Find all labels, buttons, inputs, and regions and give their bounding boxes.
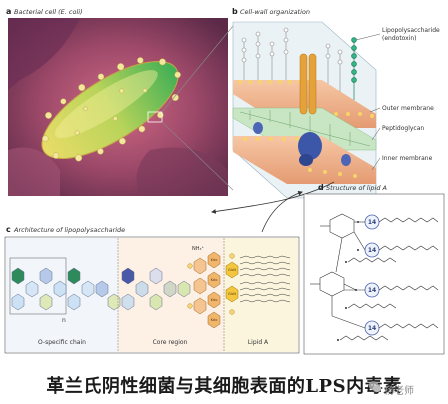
section-labels: O-specific chain Core region Lipid A — [38, 339, 269, 346]
zoom-box — [147, 111, 163, 123]
svg-text:GlcN: GlcN — [228, 268, 236, 272]
svg-text:Kdo: Kdo — [211, 298, 218, 302]
arrow-c-to-d — [261, 190, 303, 233]
svg-text:14: 14 — [368, 219, 376, 226]
panel-b: b Cell-wall organization — [232, 7, 440, 199]
bacterium-e-coli — [41, 57, 181, 162]
background-cell-blob — [136, 147, 228, 196]
label-core-region: Core region — [153, 339, 188, 346]
panel-d-title: Structure of lipid A — [326, 184, 387, 192]
wechat-logo-icon — [368, 381, 382, 393]
svg-text:14: 14 — [368, 287, 376, 294]
lipid-a-phosphates — [229, 253, 235, 315]
label-o-specific-chain: O-specific chain — [38, 339, 86, 346]
label-lps: Lipopolysaccharide — [382, 27, 440, 34]
glcn-labels: GlcN GlcN — [228, 268, 236, 296]
lps-molecules — [241, 27, 343, 92]
label-lipid-a: Lipid A — [248, 339, 269, 346]
svg-text:GlcN: GlcN — [228, 292, 236, 296]
svg-text:14: 14 — [368, 247, 376, 254]
acyl-chain-badge-labels: 14 14 14 14 — [368, 219, 376, 332]
section-dividers — [117, 238, 225, 352]
panel-b-title: Cell-wall organization — [240, 8, 310, 16]
lipid-a-glcn — [225, 261, 239, 303]
panel-a: a Bacterial cell (E. coli) — [6, 7, 228, 196]
membrane-protein — [253, 122, 263, 134]
lipid-a-fatty-chains — [239, 255, 291, 303]
cell-wall-labels: Lipopolysaccharide (endotoxin) Outer mem… — [382, 27, 440, 162]
panel-c-letter: c — [6, 225, 11, 234]
kdo-phosphates — [187, 263, 193, 309]
nh3-label: NH₃⁺ — [192, 246, 205, 252]
zoom-connector — [161, 25, 234, 191]
ester-dots — [337, 221, 359, 341]
repeat-unit-n: n — [62, 317, 66, 324]
svg-text:Kdo: Kdo — [211, 258, 218, 262]
membrane-protein — [299, 154, 313, 166]
background-cell-blob — [8, 147, 60, 196]
panel-c: c Architecture of lipopolysaccharide n — [4, 225, 300, 354]
o-chain-sugars — [11, 267, 121, 311]
membrane-protein — [298, 132, 322, 160]
porin-channel — [299, 53, 317, 115]
panel-b-letter: b — [232, 7, 238, 16]
peptidoglycan-mesh — [239, 110, 371, 147]
membrane-protein — [341, 154, 351, 166]
panel-a-title: Bacterial cell (E. coli) — [14, 8, 83, 16]
watermark-text: 杨老师 — [384, 386, 414, 397]
background-cell-blob — [8, 18, 80, 90]
core-region-sugars — [121, 267, 191, 311]
acyl-chains — [331, 217, 439, 341]
kdo-hep-sugars — [193, 251, 221, 329]
panel-c-title: Architecture of lipopolysaccharide — [13, 226, 125, 234]
svg-text:Kdo: Kdo — [211, 318, 218, 322]
svg-text:14: 14 — [368, 325, 376, 332]
label-lps-endotoxin: (endotoxin) — [382, 35, 417, 42]
label-outer-membrane: Outer membrane — [382, 105, 434, 112]
label-leader-lines — [355, 33, 381, 171]
arrow-b-to-c — [211, 181, 335, 214]
panel-a-letter: a — [6, 7, 11, 16]
figure-caption: 革兰氏阴性细菌与其细胞表面的LPS内毒素 — [46, 376, 402, 397]
panel-d: d Structure of lipid A 14 14 14 14 — [303, 183, 445, 355]
kdo-labels: Kdo Kdo Kdo Kdo — [211, 258, 218, 322]
panel-d-letter: d — [318, 183, 324, 192]
inner-membrane-heads — [243, 137, 357, 178]
label-inner-membrane: Inner membrane — [382, 155, 433, 162]
svg-text:Kdo: Kdo — [211, 278, 218, 282]
label-peptidoglycan: Peptidoglycan — [382, 125, 424, 132]
